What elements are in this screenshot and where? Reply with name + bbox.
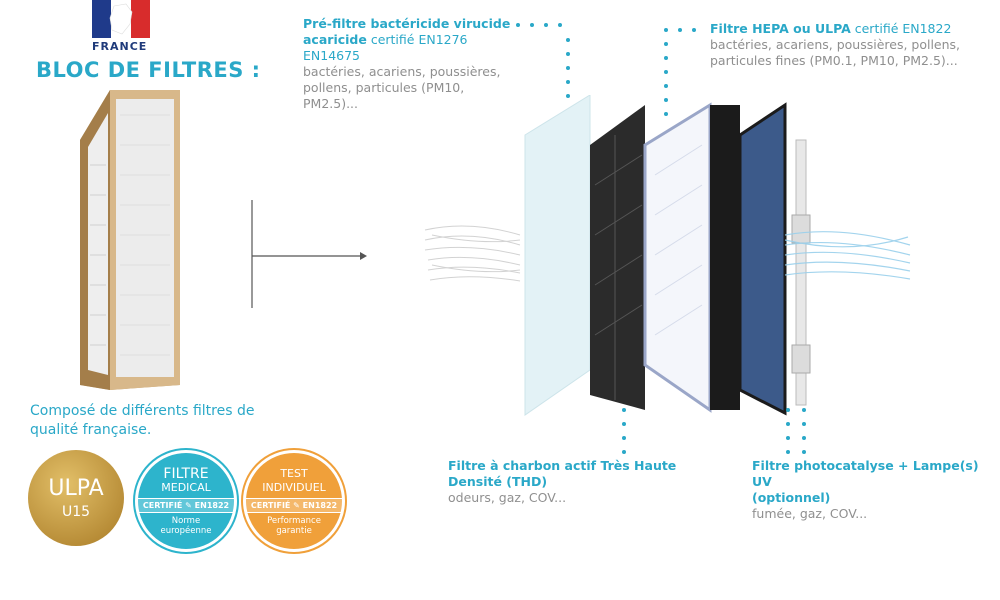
arrow-right-icon [251,200,367,308]
charbon-desc: odeurs, gaz, COV... [448,490,567,505]
prefilter-name-2: acaricide [303,32,367,47]
prefilter-cert: certifié EN1276 EN14675 [303,32,468,63]
charbon-name-2: Densité (THD) [448,474,548,489]
test-badge-cert: CERTIFIÉ ✎ EN1822 [246,497,342,513]
test-badge-line3a: Performance [267,515,321,526]
hepa-label: Filtre HEPA ou ULPA certifié EN1822 bact… [710,21,995,69]
medical-badge-line2: MEDICAL [161,480,211,494]
medical-badge: FILTRE MEDICAL CERTIFIÉ ✎ EN1822 Norme e… [135,450,237,552]
ulpa-badge-class: U15 [61,504,91,520]
prefilter-desc-1: bactéries, acariens, poussières, [303,64,501,79]
prefilter-name-1: Pré-filtre bactéricide virucide [303,16,511,31]
medical-badge-line3a: Norme [171,515,201,526]
photo-name-2: (optionnel) [752,490,831,505]
country-label: FRANCE [92,40,148,53]
hepa-cert: certifié EN1822 [850,21,952,36]
charbon-name-1: Filtre à charbon actif Très Haute [448,458,677,473]
test-badge-line2: INDIVIDUEL [262,480,326,494]
ulpa-badge-title: ULPA [48,476,104,501]
photo-label: Filtre photocatalyse + Lampe(s) UV (opti… [752,458,997,522]
prefilter-desc-3: PM2.5)... [303,96,358,111]
prefilter-label: Pré-filtre bactéricide virucide acaricid… [303,16,518,112]
caption-line-1: Composé de différents filtres de [30,403,255,419]
filter-block-image [80,90,180,390]
medical-badge-line3b: européenne [160,525,212,536]
photo-name-1: Filtre photocatalyse + Lampe(s) UV [752,458,979,489]
medical-badge-cert: CERTIFIÉ ✎ EN1822 [138,497,234,513]
prefilter-desc-2: pollens, particules (PM10, [303,80,465,95]
hepa-name: Filtre HEPA ou ULPA [710,21,851,36]
filter-layers-illustration [424,95,911,416]
caption-line-2: qualité française. [30,422,152,438]
charbon-label: Filtre à charbon actif Très Haute Densit… [448,458,688,506]
page-title: BLOC DE FILTRES : [36,58,261,82]
hepa-desc-2: particules fines (PM0.1, PM10, PM2.5)... [710,53,958,68]
test-badge-line1: TEST [280,466,308,480]
hepa-desc-1: bactéries, acariens, poussières, pollens… [710,37,961,52]
medical-badge-line1: FILTRE [163,465,209,482]
france-flag-icon [92,0,150,38]
test-badge: TEST INDIVIDUEL CERTIFIÉ ✎ EN1822 Perfor… [243,450,345,552]
composition-caption: Composé de différents filtres de qualité… [30,402,300,440]
test-badge-line3b: garantie [276,525,312,536]
photo-desc: fumée, gaz, COV... [752,506,868,521]
ulpa-badge: ULPA U15 [28,450,124,546]
